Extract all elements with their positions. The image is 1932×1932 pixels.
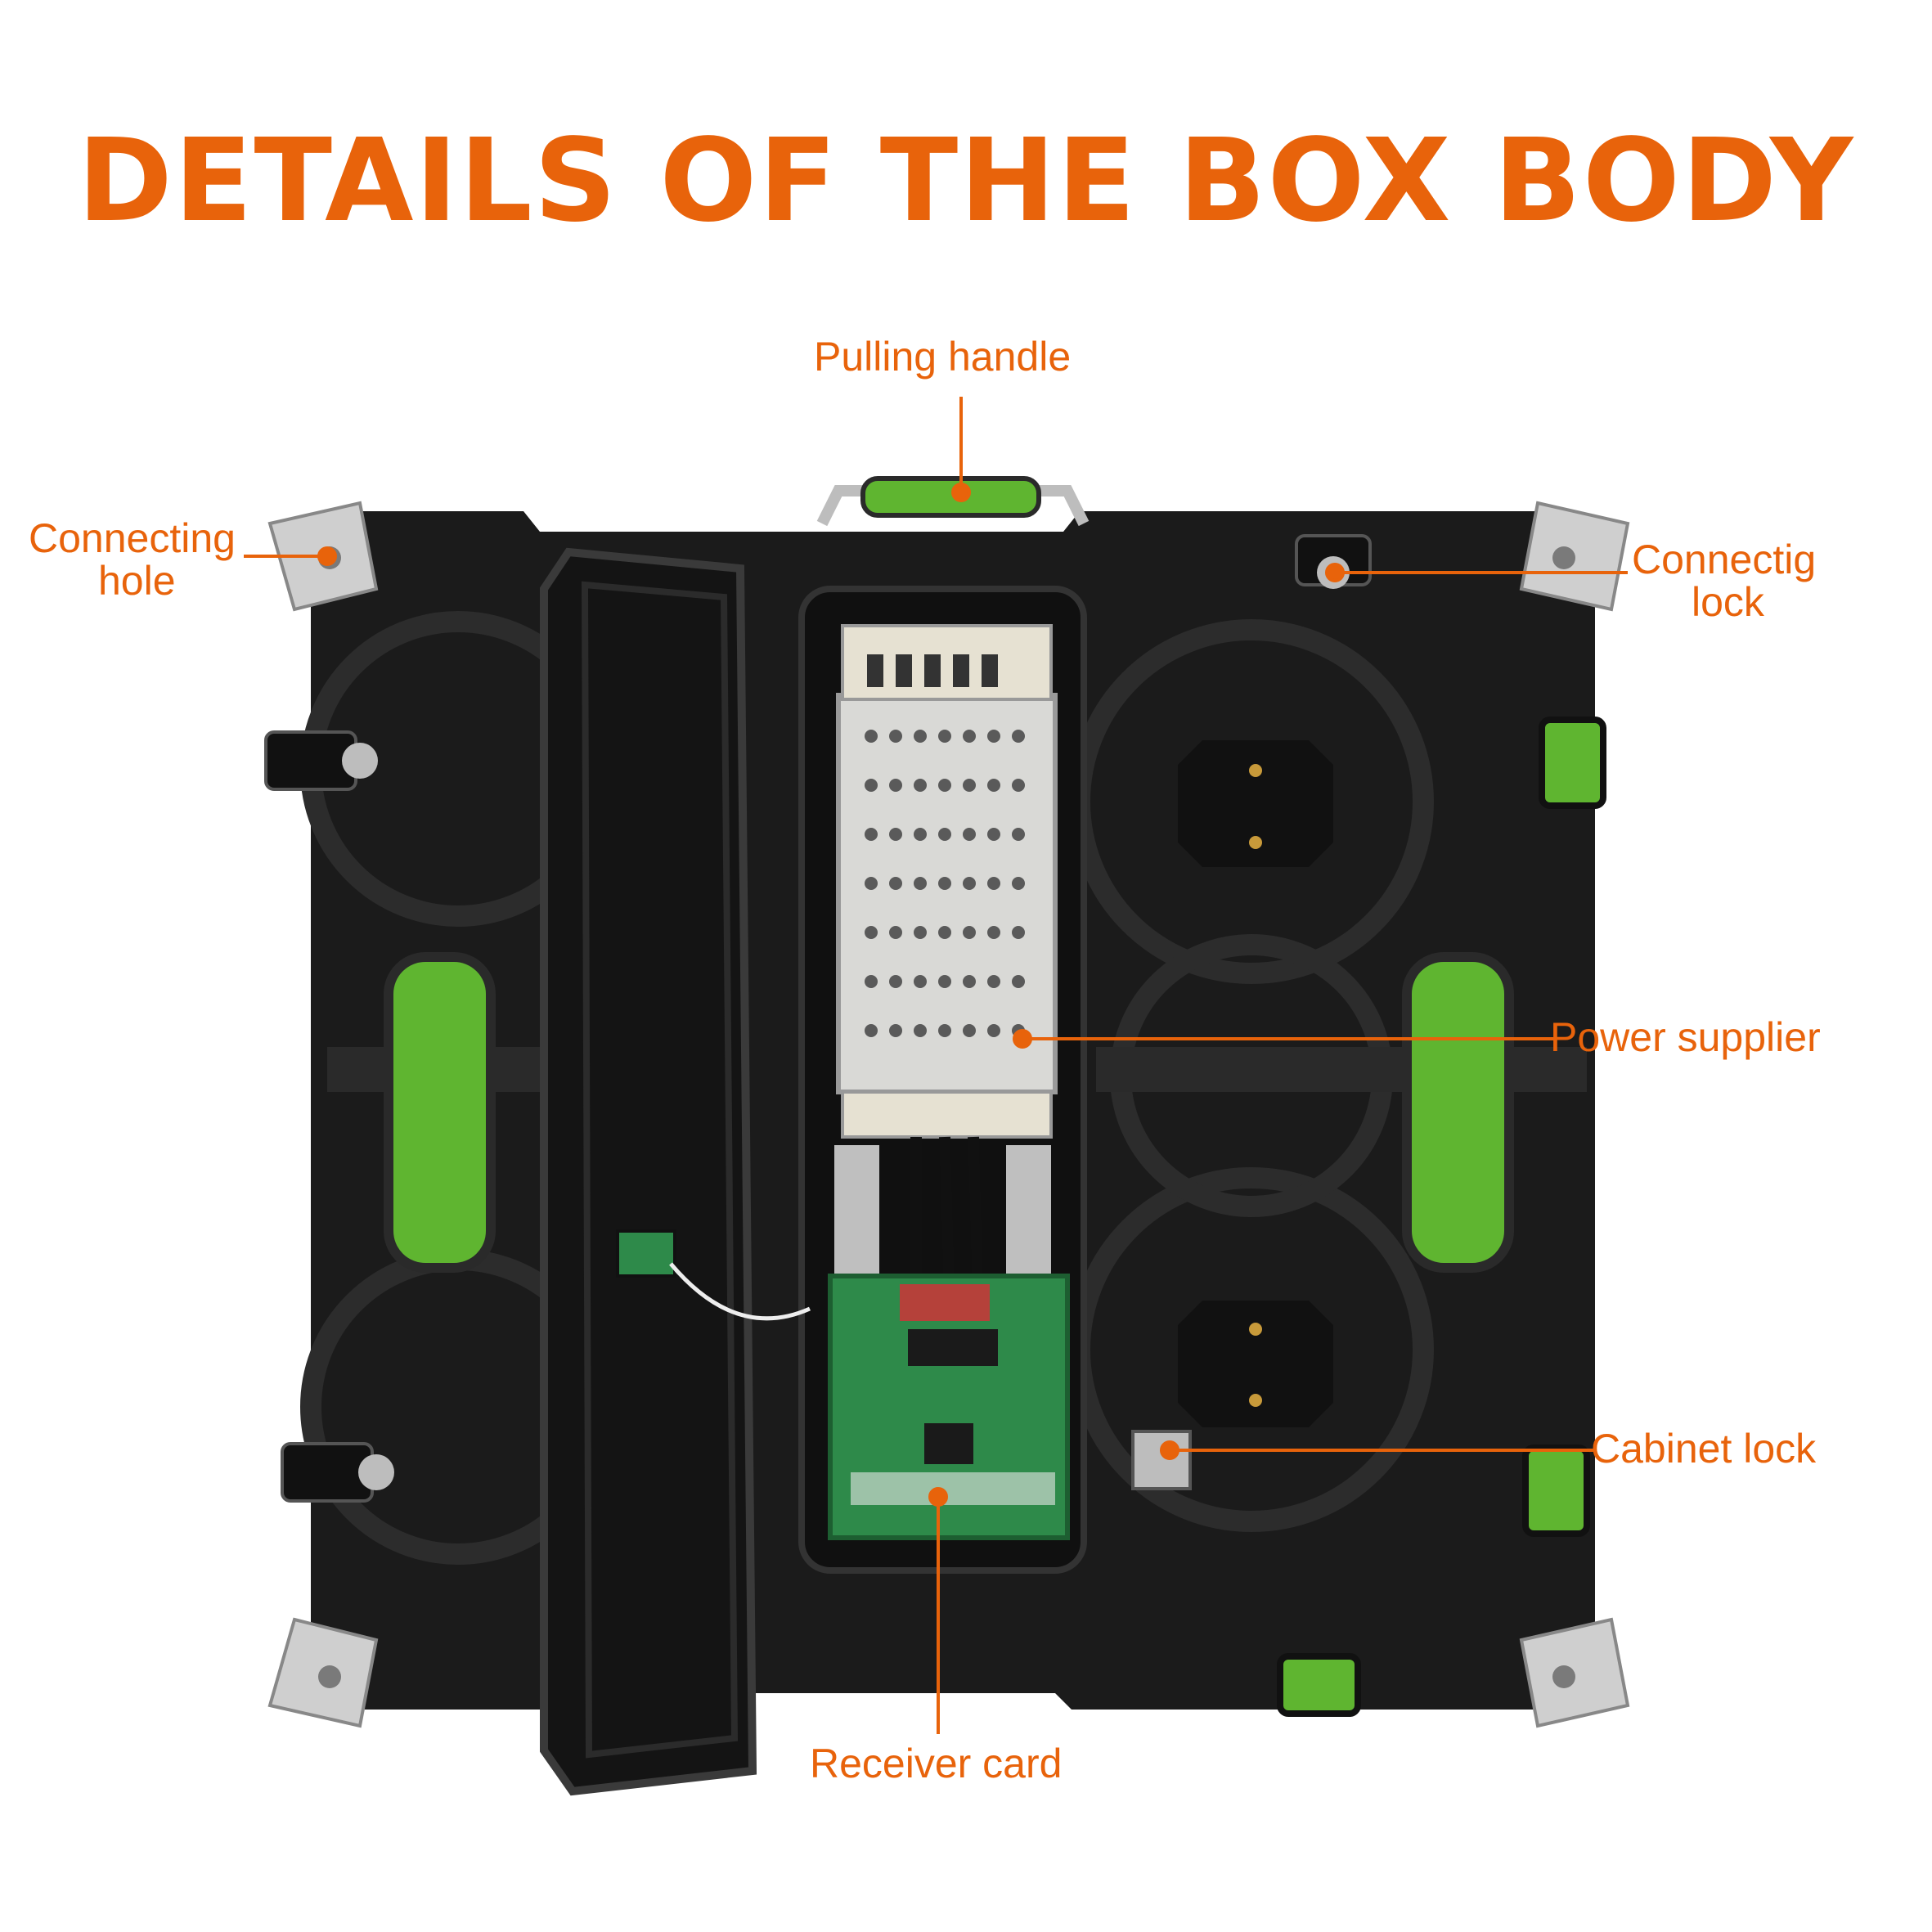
label-connecting-hole-line1: Connecting [29, 515, 236, 561]
label-connecting-lock-line1: Connectig [1632, 537, 1817, 582]
magnet-pad-top [1178, 740, 1333, 867]
label-receiver-card: Receiver card [810, 1741, 1063, 1786]
label-pulling-handle: Pulling handle [814, 334, 1072, 380]
page-title: DETAILS OF THE BOX BODY [77, 115, 1855, 248]
corner-hole-bottom-left [318, 1665, 341, 1688]
right-top-latch [1539, 717, 1606, 809]
label-connecting-lock-line2: lock [1692, 579, 1764, 625]
corner-hole-bottom-right [1552, 1665, 1575, 1688]
open-door [540, 547, 757, 1796]
cabinet-lock [1131, 1430, 1192, 1490]
label-cabinet-lock: Cabinet lock [1591, 1426, 1817, 1471]
left-green-handle [384, 952, 496, 1273]
callout-lines [244, 397, 1628, 1734]
label-power-supplier: Power supplier [1550, 1014, 1821, 1060]
cabinet-lock-latch [1522, 1445, 1590, 1537]
pulling-handle [860, 476, 1041, 518]
right-green-handle [1402, 952, 1514, 1273]
psu-vent-grid [865, 730, 1025, 1037]
bottom-latch [1277, 1653, 1361, 1717]
magnet-pad-bottom [1178, 1301, 1333, 1427]
label-connecting-hole-line2: hole [98, 558, 176, 604]
door-sensor [616, 1229, 676, 1278]
corner-hole-top-right [1552, 546, 1575, 569]
